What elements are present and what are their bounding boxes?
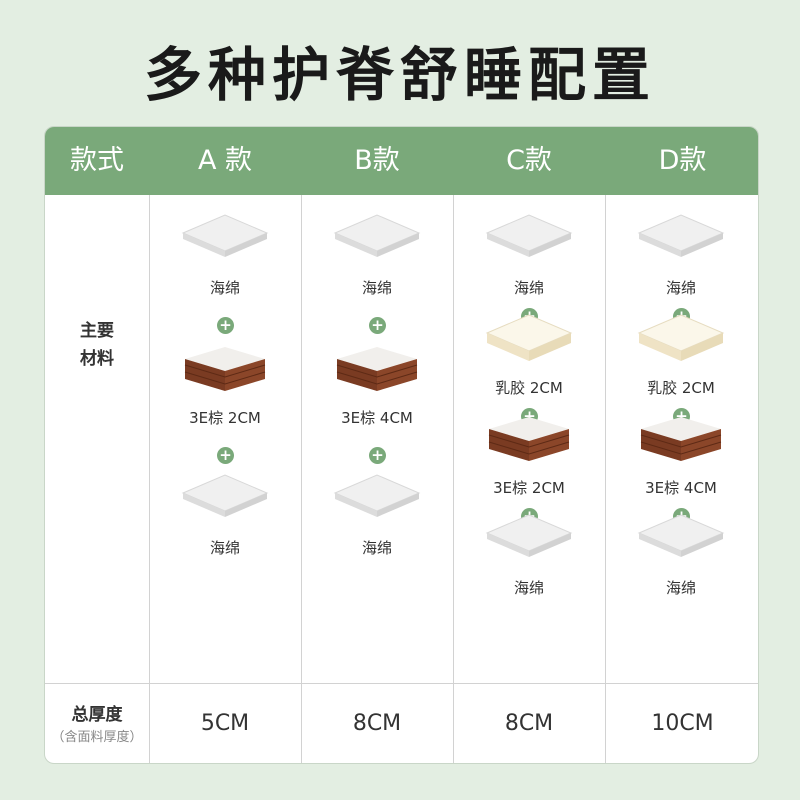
materials-label-line1: 主要 bbox=[80, 321, 114, 341]
thickness-value-d: 10CM bbox=[651, 711, 714, 736]
material-label: 海绵 bbox=[361, 279, 392, 297]
material-label: 3E棕 4CM bbox=[341, 409, 413, 427]
sponge-pad-icon bbox=[149, 465, 301, 525]
coconut-palm-pad-icon bbox=[605, 405, 757, 465]
thickness-value-b: 8CM bbox=[352, 711, 402, 736]
thickness-row-label: 总厚度 （含面料厚度） bbox=[45, 701, 149, 747]
sponge-pad-icon bbox=[605, 205, 757, 265]
material-label: 乳胶 2CM bbox=[495, 379, 563, 397]
material-label: 海绵 bbox=[209, 539, 240, 557]
coconut-palm-pad-icon bbox=[149, 335, 301, 395]
header-col-b: B款 bbox=[354, 145, 400, 176]
sponge-pad-icon bbox=[149, 205, 301, 265]
page-title: 多种护脊舒睡配置 bbox=[143, 41, 656, 109]
thickness-value-c: 8CM bbox=[504, 711, 554, 736]
divider bbox=[453, 195, 454, 763]
sponge-pad-icon bbox=[453, 505, 605, 565]
plus-icon: + bbox=[217, 317, 234, 334]
material-label: 乳胶 2CM bbox=[647, 379, 715, 397]
material-label: 海绵 bbox=[665, 579, 696, 597]
materials-row-label: 主要 材料 bbox=[45, 317, 149, 373]
sponge-pad-icon bbox=[605, 505, 757, 565]
divider bbox=[149, 195, 150, 763]
divider bbox=[605, 195, 606, 763]
header-col-a: A 款 bbox=[197, 145, 253, 176]
comparison-table: 款式 A 款 B款 C款 D款 主要 材料 总厚度 （含面料厚度） 海绵 +3E棕… bbox=[44, 126, 759, 764]
material-label: 海绵 bbox=[513, 579, 544, 597]
header-col-c: C款 bbox=[506, 145, 552, 176]
latex-pad-icon bbox=[605, 305, 757, 365]
materials-label-line2: 材料 bbox=[80, 349, 114, 369]
material-label: 3E棕 4CM bbox=[645, 479, 717, 497]
coconut-palm-pad-icon bbox=[301, 335, 453, 395]
material-label: 3E棕 2CM bbox=[189, 409, 261, 427]
plus-icon: + bbox=[369, 317, 386, 334]
plus-icon: + bbox=[369, 447, 386, 464]
thickness-value-a: 5CM bbox=[200, 711, 250, 736]
material-label: 海绵 bbox=[361, 539, 392, 557]
coconut-palm-pad-icon bbox=[453, 405, 605, 465]
sponge-pad-icon bbox=[301, 465, 453, 525]
material-label: 海绵 bbox=[665, 279, 696, 297]
table-header-row: 款式 A 款 B款 C款 D款 bbox=[45, 127, 758, 195]
materials-column: 海绵 +3E棕 2CM + 海绵 bbox=[149, 195, 301, 683]
plus-icon: + bbox=[217, 447, 234, 464]
material-label: 海绵 bbox=[513, 279, 544, 297]
sponge-pad-icon bbox=[301, 205, 453, 265]
sponge-pad-icon bbox=[453, 205, 605, 265]
latex-pad-icon bbox=[453, 305, 605, 365]
divider bbox=[301, 195, 302, 763]
header-col-d: D款 bbox=[658, 145, 707, 176]
materials-column: 海绵+乳胶 2CM+3E棕 2CM+海绵 bbox=[453, 195, 605, 683]
materials-column: 海绵+乳胶 2CM+3E棕 4CM+海绵 bbox=[605, 195, 757, 683]
materials-column: 海绵 +3E棕 4CM + 海绵 bbox=[301, 195, 453, 683]
thickness-note: （含面料厚度） bbox=[51, 730, 143, 745]
header-label-style: 款式 bbox=[70, 145, 124, 176]
material-label: 3E棕 2CM bbox=[493, 479, 565, 497]
divider bbox=[45, 683, 758, 684]
material-label: 海绵 bbox=[209, 279, 240, 297]
thickness-label: 总厚度 bbox=[71, 705, 123, 725]
